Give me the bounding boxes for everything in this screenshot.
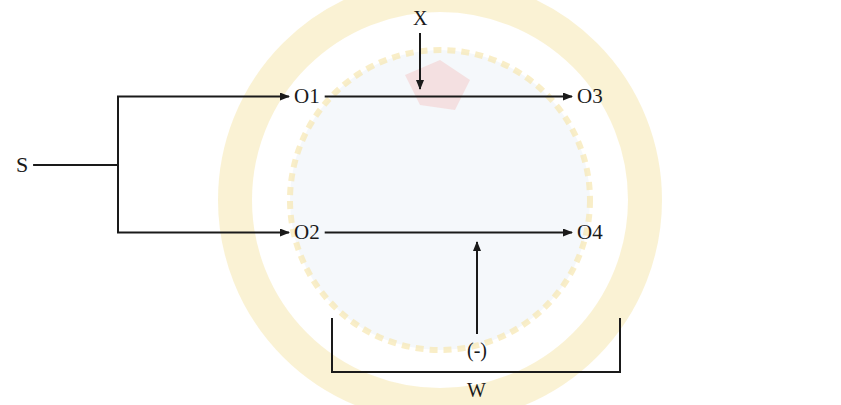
group-symbol: O1 <box>291 84 323 109</box>
group-symbol: O4 <box>574 220 606 245</box>
treatment-arrow <box>419 33 421 89</box>
node-text: O2 <box>294 221 320 244</box>
flow-arrow <box>33 165 289 232</box>
flow-arrow <box>33 97 289 166</box>
node-text: S <box>16 153 28 177</box>
treatment-label: X <box>411 7 429 29</box>
watermark-emblem <box>405 60 470 110</box>
watermark-ring <box>235 0 645 405</box>
control-label: (-) <box>465 339 489 361</box>
group-symbol: O2 <box>291 220 323 245</box>
bracket-label: W <box>465 379 488 401</box>
flow-arrow <box>325 96 572 98</box>
node-text: O3 <box>577 85 603 108</box>
group-symbol: S <box>13 152 31 178</box>
watermark-ornament <box>290 50 590 350</box>
bracket <box>332 318 620 372</box>
group-symbol: O3 <box>574 84 606 109</box>
flow-arrow <box>325 232 572 234</box>
node-text: O1 <box>294 85 320 108</box>
watermark-disc <box>290 50 590 350</box>
node-text: O4 <box>577 221 603 244</box>
control-arrow <box>476 242 478 334</box>
